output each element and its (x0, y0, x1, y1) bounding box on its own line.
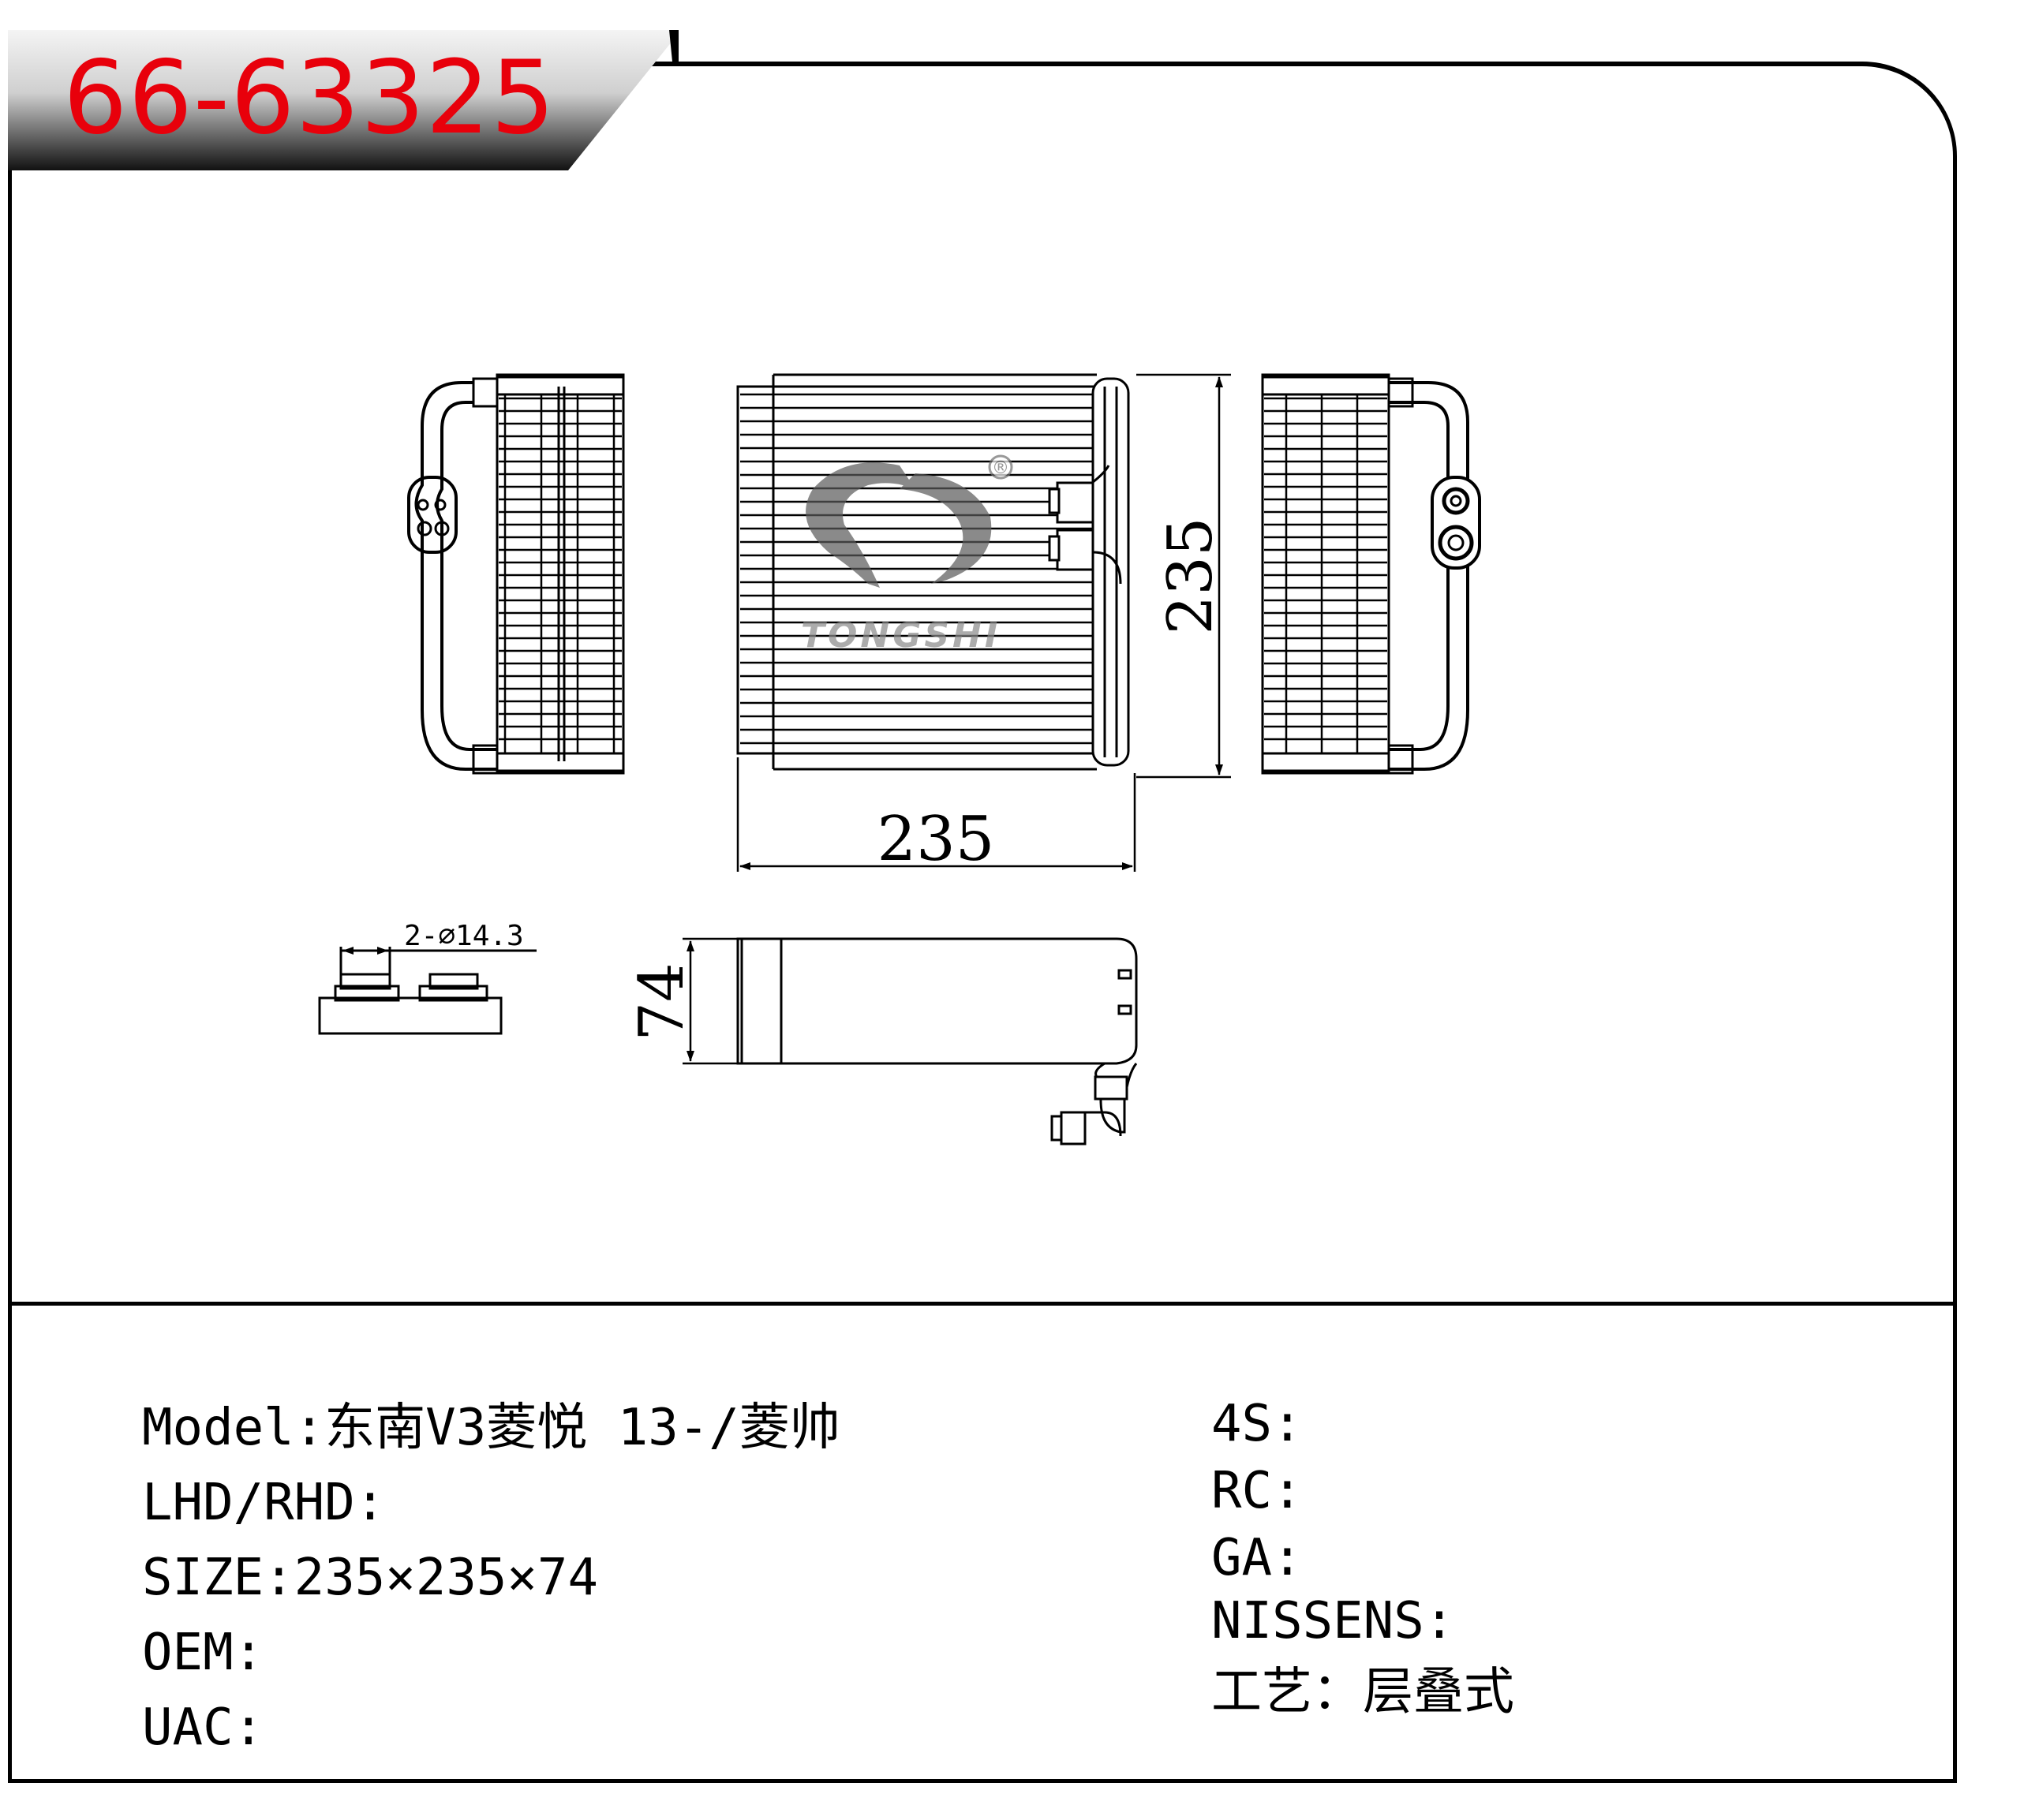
section-divider (8, 1302, 1957, 1306)
title-tab (8, 30, 679, 170)
top-view (736, 937, 1138, 1145)
svg-text:TONGSHI: TONGSHI (801, 615, 1001, 656)
drawing-frame (8, 62, 1957, 1783)
spec-ga: GA: (1211, 1529, 1303, 1587)
right-side-view (1261, 373, 1481, 775)
svg-text:®: ® (992, 458, 1009, 478)
dimension-height (1136, 373, 1231, 779)
dim-port-label: 2-⌀14.3 (404, 920, 524, 952)
spec-rc: RC: (1211, 1462, 1303, 1520)
spec-model: Model:东南V3菱悦 13-/菱帅 (142, 1399, 840, 1457)
part-number: 66-63325 (63, 39, 556, 157)
spec-oem: OEM: (142, 1624, 264, 1682)
dimension-width (736, 757, 1136, 872)
spec-4s: 4S: (1211, 1395, 1303, 1453)
dim-width-label: 235 (877, 804, 995, 875)
tongshi-logo: ® TONGSHI (801, 454, 1013, 656)
spec-uac: UAC: (142, 1699, 264, 1757)
spec-size: SIZE:235×235×74 (142, 1549, 598, 1607)
dim-height-label: 235 (1155, 518, 1226, 635)
front-view (736, 373, 1130, 771)
spec-process: 工艺：层叠式 (1211, 1663, 1514, 1721)
spec-nissens: NISSENS: (1211, 1592, 1455, 1650)
dimension-depth (683, 937, 738, 1065)
port-detail-view (318, 947, 537, 1035)
spec-lhd-rhd: LHD/RHD: (142, 1474, 386, 1532)
left-side-view (407, 373, 625, 775)
dim-depth-label: 74 (627, 962, 698, 1041)
